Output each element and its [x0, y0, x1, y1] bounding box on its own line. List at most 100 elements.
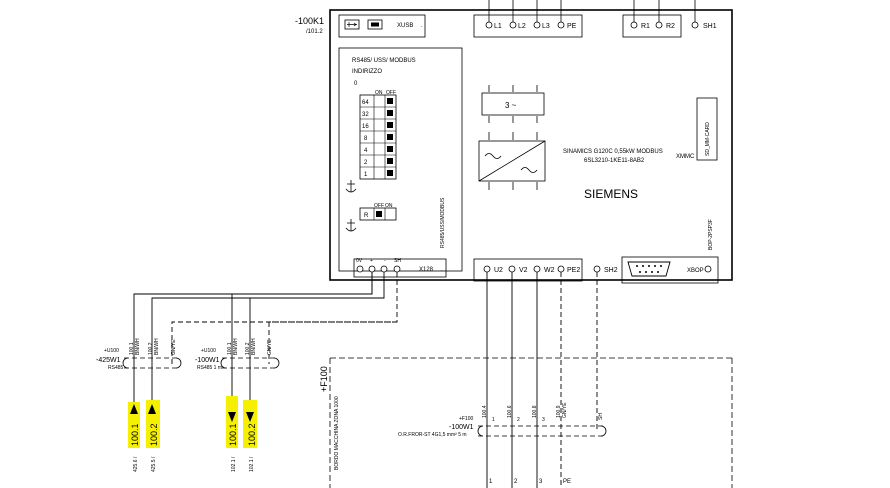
- svg-text:100.1: 100.1: [228, 423, 238, 446]
- motor-cable: 100.4 100.6 100.8 100.9 GN/YE SH 1 2 3 +…: [398, 402, 607, 485]
- svg-text:U2: U2: [494, 267, 503, 274]
- svg-text:SD_MM-CARD: SD_MM-CARD: [705, 122, 711, 156]
- svg-text:2: 2: [517, 417, 520, 423]
- svg-text:ON: ON: [385, 203, 393, 209]
- svg-text:100.8: 100.8: [532, 405, 538, 418]
- drive-body: [329, 9, 733, 281]
- svg-text:.: .: [421, 23, 423, 29]
- svg-text:BN/WH: BN/WH: [251, 338, 257, 355]
- power-symbols: 3 ~: [478, 85, 546, 190]
- cable-100w1-bus: 100.1 BN/WH 100.2 BN/WH GN/YE +U100 -100…: [195, 338, 280, 371]
- motor-terminal-block: U2 V2 W2 PE2: [473, 258, 583, 282]
- svg-text:100.1: 100.1: [129, 342, 135, 355]
- svg-text:16: 16: [362, 124, 369, 130]
- terminal-r1: R1: [630, 0, 650, 30]
- svg-text:4: 4: [364, 148, 368, 154]
- xusb-connector: XUSB .: [338, 14, 426, 38]
- svg-text:OFF: OFF: [374, 203, 384, 209]
- svg-text:PE: PE: [563, 479, 571, 485]
- model-line-2: 6SL3210-1KE11-8AB2: [584, 158, 645, 164]
- svg-text:100.9: 100.9: [556, 405, 562, 418]
- arrow-3: 100.1 102.1 /: [226, 396, 238, 472]
- svg-text:+F100: +F100: [319, 366, 329, 392]
- svg-text:GN/YE: GN/YE: [171, 339, 177, 355]
- svg-text:L3: L3: [542, 23, 550, 30]
- svg-text:32: 32: [362, 112, 369, 118]
- xusb-label: XUSB: [397, 23, 413, 29]
- svg-text:BN/WH: BN/WH: [135, 338, 141, 355]
- power-terminal-block: L1 L2 L3 PE: [473, 0, 583, 38]
- svg-text:-425W1: -425W1: [96, 357, 121, 364]
- svg-text:ON: ON: [375, 90, 383, 96]
- svg-text:100.2: 100.2: [247, 423, 257, 446]
- svg-text:BORDO MACCHINA ZONA 1000: BORDO MACCHINA ZONA 1000: [334, 396, 340, 470]
- svg-text:102.1 /: 102.1 /: [231, 456, 237, 472]
- svg-text:+F100: +F100: [459, 416, 474, 422]
- svg-text:GN/YE: GN/YE: [267, 339, 273, 355]
- address-value: 0: [354, 81, 358, 87]
- arrow-2: 100.2 425.5 /: [146, 400, 160, 472]
- device-tag: -100K1: [295, 16, 324, 26]
- svg-text:L1: L1: [494, 23, 502, 30]
- cable-425w1: 100.1 BN/WH 100.2 BN/WH GN/YE +U100 -425…: [96, 338, 182, 371]
- svg-text:102.1 /: 102.1 /: [249, 456, 255, 472]
- zone-boundary: +F100 BORDO MACCHINA ZONA 1000: [319, 357, 733, 488]
- model-line-1: SINAMICS G120C 0,55kW MODBUS: [563, 149, 663, 155]
- svg-text:R1: R1: [641, 23, 650, 30]
- svg-text:64: 64: [362, 100, 369, 106]
- svg-text:100.1: 100.1: [130, 423, 140, 446]
- svg-text:BN/WH: BN/WH: [154, 338, 160, 355]
- svg-text:X128: X128: [419, 267, 434, 273]
- xmmc-label: XMMC: [676, 154, 695, 160]
- svg-text:100.2: 100.2: [149, 423, 159, 446]
- arrow-1: 100.1 425.6 /: [128, 402, 140, 472]
- svg-text:-100W1: -100W1: [449, 424, 474, 431]
- svg-text:V2: V2: [519, 267, 528, 274]
- relay-terminal-block: R1 R2: [622, 0, 682, 38]
- terminal-sh1: SH1: [691, 0, 717, 30]
- terminal-r2: R2: [655, 0, 675, 30]
- terminal-sh2: SH2: [593, 265, 618, 274]
- svg-text:SH: SH: [598, 413, 604, 420]
- bus-config-panel: RS485/ USS/ MODBUS INDIRIZZO 0 ON OFF 64…: [338, 47, 463, 272]
- dsub-icon: [627, 261, 671, 277]
- xbop-connector: XBOP: [621, 256, 719, 284]
- svg-text:BN/WH: BN/WH: [233, 338, 239, 355]
- svg-text:0V: 0V: [356, 258, 363, 264]
- address-label: INDIRIZZO: [352, 69, 382, 75]
- svg-text:+U100: +U100: [104, 348, 119, 354]
- bop-vertical-label: BOP-2PSP3F: [708, 219, 714, 250]
- svg-text:R: R: [364, 213, 369, 219]
- dip-switch-termination: R: [359, 207, 397, 221]
- bus-title: RS485/ USS/ MODBUS: [352, 58, 416, 64]
- svg-text:+U100: +U100: [201, 348, 216, 354]
- dip-switch-address: 64 32 16 8 4 2 1: [359, 94, 397, 180]
- terminal-pe: PE: [557, 0, 577, 30]
- svg-text:XBOP: XBOP: [687, 268, 704, 274]
- x128-terminal-block: 0V + - SH X128 .: [353, 258, 447, 278]
- svg-text:SH2: SH2: [604, 267, 618, 274]
- svg-text:R2: R2: [666, 23, 675, 30]
- device-page-ref: /101.2: [306, 29, 323, 35]
- svg-text:1: 1: [364, 172, 368, 178]
- svg-text:L2: L2: [518, 23, 526, 30]
- svg-text:RS485 1 m: RS485 1 m: [197, 365, 222, 371]
- svg-text:GN/YE: GN/YE: [562, 402, 568, 418]
- svg-text:3: 3: [539, 479, 543, 485]
- svg-text:PE2: PE2: [567, 267, 580, 274]
- svg-text:SH1: SH1: [703, 23, 717, 30]
- anchor-icon: [345, 180, 357, 193]
- svg-text:100.2: 100.2: [148, 342, 154, 355]
- brand-label: SIEMENS: [584, 187, 638, 201]
- terminal-l1: L1: [485, 0, 502, 30]
- svg-text:1: 1: [492, 417, 495, 423]
- usb-icon: [344, 19, 360, 30]
- svg-text:425.6 /: 425.6 /: [133, 456, 139, 472]
- svg-text:-: -: [384, 258, 386, 264]
- svg-text:W2: W2: [544, 267, 555, 274]
- svg-text:OFF: OFF: [386, 90, 396, 96]
- anchor-icon-2: [345, 219, 357, 232]
- svg-text:100.1: 100.1: [227, 342, 233, 355]
- svg-text:RS485: RS485: [108, 365, 124, 371]
